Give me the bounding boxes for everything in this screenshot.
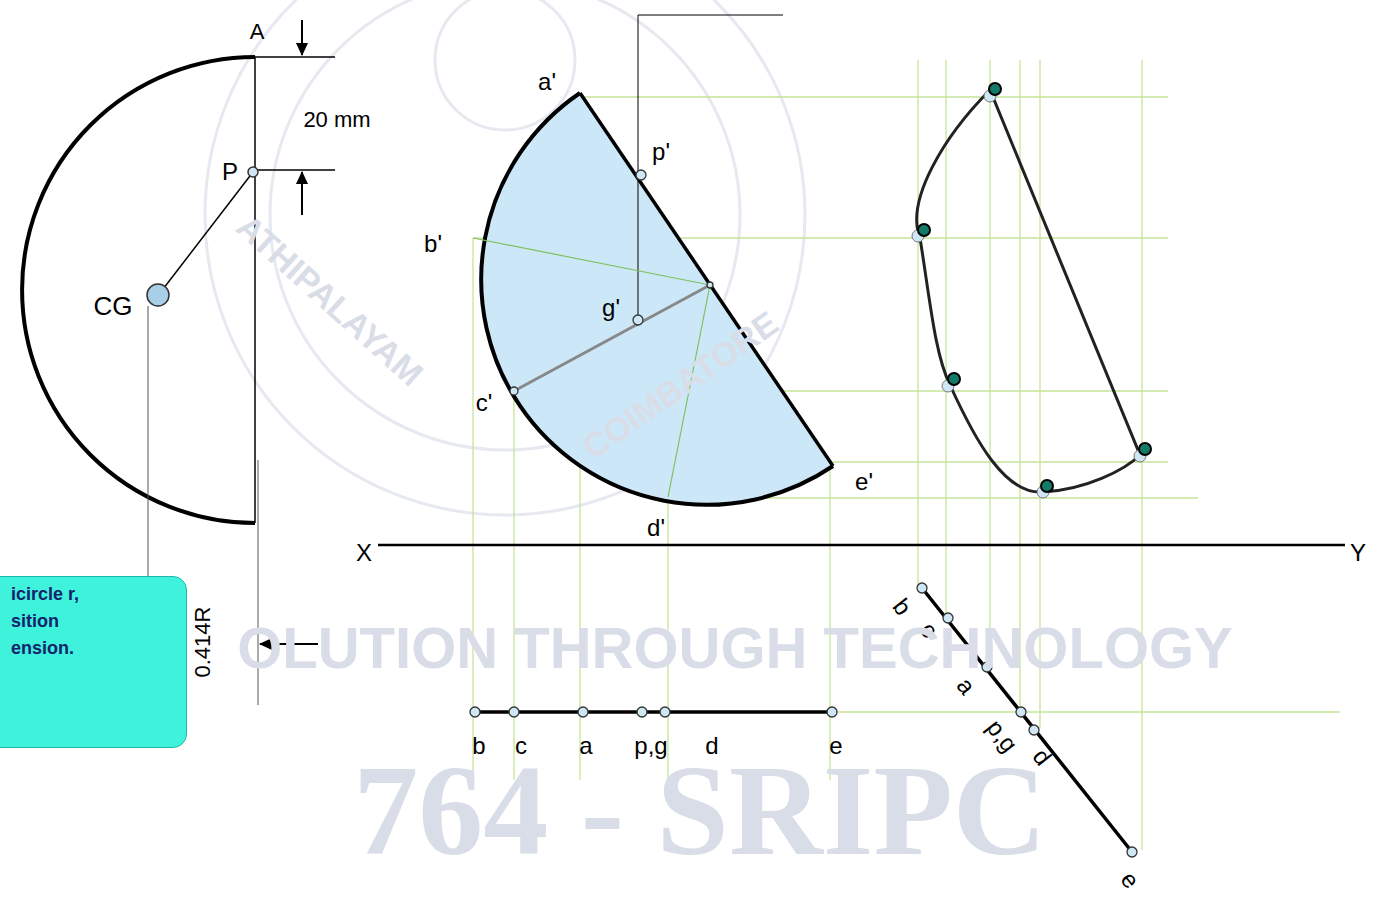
dimension-text: 0.414R [192,607,214,678]
point-label: a [952,673,979,698]
centroid-mark [147,284,169,306]
watermark-text: OLUTION THROUGH TECHNOLOGY [237,619,1233,677]
watermark-text: 764 - SRIPC [353,745,1046,875]
point-label: a' [538,70,556,94]
aux-front-view [917,90,1140,492]
axis-label: Y [1350,541,1366,565]
watermark-text: ATHIPALAYAM [231,208,429,391]
point-label: g' [602,296,620,320]
point-label: b' [424,232,442,256]
point-label: b [888,594,915,619]
point-label: CG [94,293,133,319]
xy-line [378,544,1345,547]
point-label: A [250,21,265,43]
semicircle-arc [22,57,255,523]
point-label: p' [652,140,670,164]
point-label: P [222,160,238,184]
point-label: d' [647,516,665,540]
callout-text: icircle r, sition ension. [11,581,81,662]
point-label: e' [855,470,873,494]
projector-lines [473,60,1340,850]
callout-box: icircle r, sition ension. [0,576,187,748]
dimension-text: 20 mm [303,109,370,131]
point-label: e [1116,867,1143,892]
front-view-fill [481,93,833,505]
axis-label: X [356,541,372,565]
top-view-line [475,710,832,714]
point-label: c' [476,391,493,415]
